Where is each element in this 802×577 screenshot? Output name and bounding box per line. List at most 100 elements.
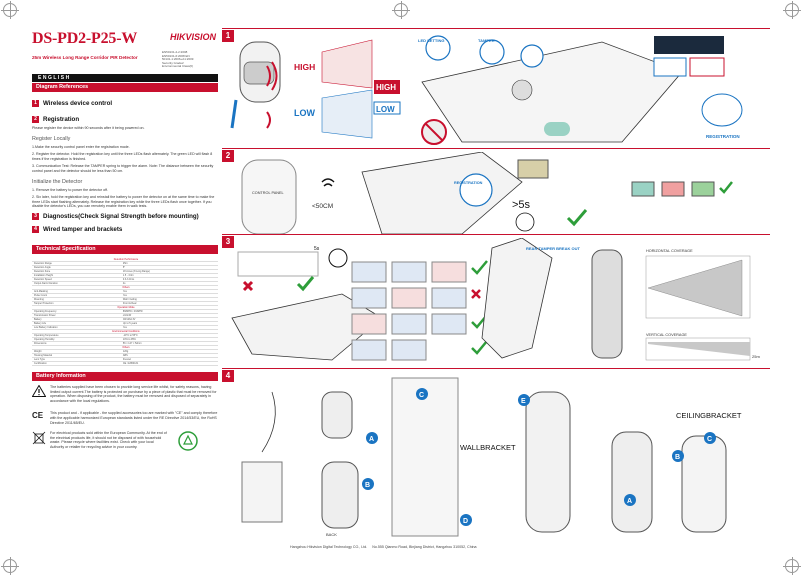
section-diagram-references: Diagram References	[32, 83, 218, 92]
register-step: 3. Communication Test: Release the TAMPE…	[32, 164, 214, 173]
footer-address: No.555 Qianmo Road, Binjiang District, H…	[372, 545, 477, 549]
step-number: 2	[32, 116, 39, 123]
lens-mount-illustration	[511, 79, 533, 101]
spec-value: 5°	[120, 265, 218, 270]
open-detector-illustration	[361, 152, 523, 234]
low-label: LOW	[294, 108, 315, 118]
spec-value: -10°C to 55°C	[120, 333, 218, 338]
spec-value: 0.3-3.0m/s	[120, 277, 218, 282]
callout-c: C	[707, 436, 712, 443]
spec-param: Lens Type	[32, 357, 121, 362]
horizontal-coverage-label: HORIZONTAL COVERAGE	[646, 249, 693, 253]
spec-param: Battery	[32, 317, 121, 322]
vertical-coverage-label: VERTICAL COVERAGE	[646, 333, 687, 337]
spec-value: 868MHz / 433MHz	[120, 309, 218, 314]
register-step: 1.Make the security control panel enter …	[32, 144, 130, 149]
init-step: 1. Remove the battery to power the detec…	[32, 187, 109, 192]
ce-notice: CE This product and - if applicable - th…	[32, 411, 218, 425]
spec-group-row: Operation Mode	[32, 305, 218, 310]
spec-param: Tamper Protection	[32, 301, 121, 306]
screwdriver-icon	[230, 99, 238, 129]
spec-value: ≤10mW	[120, 313, 218, 318]
detector-board-illustration	[421, 41, 683, 143]
callout-a: A	[369, 436, 374, 443]
spec-param: Detection Speed	[32, 277, 121, 282]
high-switch-icon	[374, 80, 400, 94]
control-panel-label: CONTROL PANEL	[252, 191, 284, 195]
model-number: DS-PD2-P25-W	[32, 30, 138, 47]
spec-value: 1.5 - 3.0m	[120, 273, 218, 278]
spec-group-title: Environmental Conditions	[32, 329, 218, 334]
callout-markers: A B C D E B C A	[362, 388, 716, 526]
step-heading: 1 Wireless device control	[32, 100, 218, 107]
step-heading: 4 Wired tamper and brackets	[32, 225, 218, 233]
spec-group-title: Operation Mode	[32, 305, 218, 310]
led-state-icon	[631, 181, 655, 197]
step-number: 1	[32, 100, 39, 107]
rear-tamper-illustration	[481, 238, 553, 359]
check-icon	[719, 181, 733, 194]
spec-value: Fresnel	[120, 357, 218, 362]
spec-param: Transmission Power	[32, 313, 121, 318]
registration-zoom-label: REGISTRATION	[454, 181, 483, 185]
footer-company: Hangzhou Hikvision Digital Technology CO…	[290, 545, 368, 549]
battery-pack-illustration	[517, 159, 549, 179]
spec-param: Operating Temperature	[32, 333, 121, 338]
spec-value: Yes	[120, 293, 218, 298]
led-state-icon	[691, 181, 715, 197]
step-title: Wired tamper and brackets	[43, 225, 123, 233]
spec-param: Detection Zone	[32, 269, 121, 274]
registration-mark-icon	[783, 1, 801, 19]
cert-line: 50131-1:2006+A1:2009	[162, 57, 194, 62]
step-title: Diagnostics(Check Signal Strength before…	[43, 212, 199, 220]
divider	[222, 148, 770, 149]
step-number: 3	[32, 212, 39, 220]
spec-value: Front & Rear	[120, 301, 218, 306]
spec-value: 10% to 95%	[120, 337, 218, 342]
tamper-label: TAMPER	[478, 38, 495, 43]
led-check-row	[237, 251, 319, 277]
language-bar: ENGLISH	[32, 74, 218, 82]
diagram-step-number: 1	[222, 30, 234, 42]
spec-group-row: Others	[32, 285, 218, 290]
led-setting-callout-icon	[425, 35, 451, 61]
coverage-fan	[647, 259, 743, 317]
spec-param: Certification	[32, 361, 121, 366]
header: DS-PD2-P25-W HIKVISION	[32, 30, 218, 54]
callout-b: B	[365, 482, 370, 489]
ceiling-mount-illustration	[681, 435, 727, 533]
text-column: DS-PD2-P25-W HIKVISION 25m Wireless Long…	[32, 30, 218, 550]
wall-bracket-base-illustration	[391, 377, 459, 537]
panel-mode-tile	[653, 57, 687, 77]
register-locally-title: Register Locally	[32, 135, 71, 142]
spec-param: Anti-Masking	[32, 289, 121, 294]
spec-group-title: Detection Performance	[32, 257, 218, 262]
step-heading: 2 Registration	[32, 116, 218, 123]
spec-param: Pulse Count	[32, 293, 121, 298]
footer: Hangzhou Hikvision Digital Technology CO…	[290, 545, 477, 549]
spec-param: Mounting	[32, 297, 121, 302]
spec-value: ABS	[120, 353, 218, 358]
mounted-detector-illustration	[525, 391, 571, 533]
recycle-logo-icon	[178, 431, 198, 451]
low-room-illustration	[321, 89, 373, 139]
led-state-icon	[661, 181, 685, 197]
spec-param: Weight	[32, 349, 121, 354]
spec-param: Installation Height	[32, 273, 121, 278]
led-strip-illustration	[544, 122, 570, 136]
